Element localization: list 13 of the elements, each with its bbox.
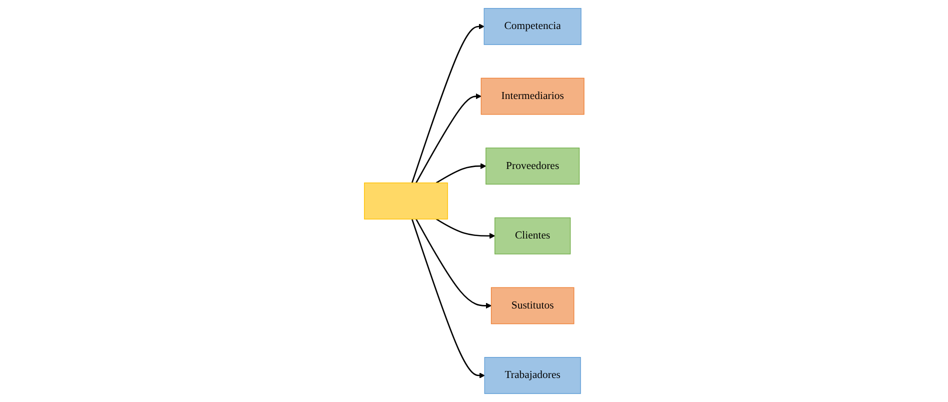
- arrow: [436, 218, 495, 239]
- node-box: Clientes: [494, 217, 570, 254]
- arrow: [415, 93, 482, 184]
- node-box: [364, 182, 448, 220]
- node-box: Trabajadores: [484, 357, 581, 394]
- arrow: [411, 218, 485, 378]
- node-box: Sustitutos: [490, 287, 574, 324]
- node-box: Intermediarios: [480, 78, 584, 115]
- arrow: [411, 24, 484, 184]
- node-box: Proveedores: [485, 148, 580, 185]
- arrow: [436, 163, 486, 184]
- arrow: [415, 218, 492, 309]
- node-box: Competencia: [484, 8, 582, 45]
